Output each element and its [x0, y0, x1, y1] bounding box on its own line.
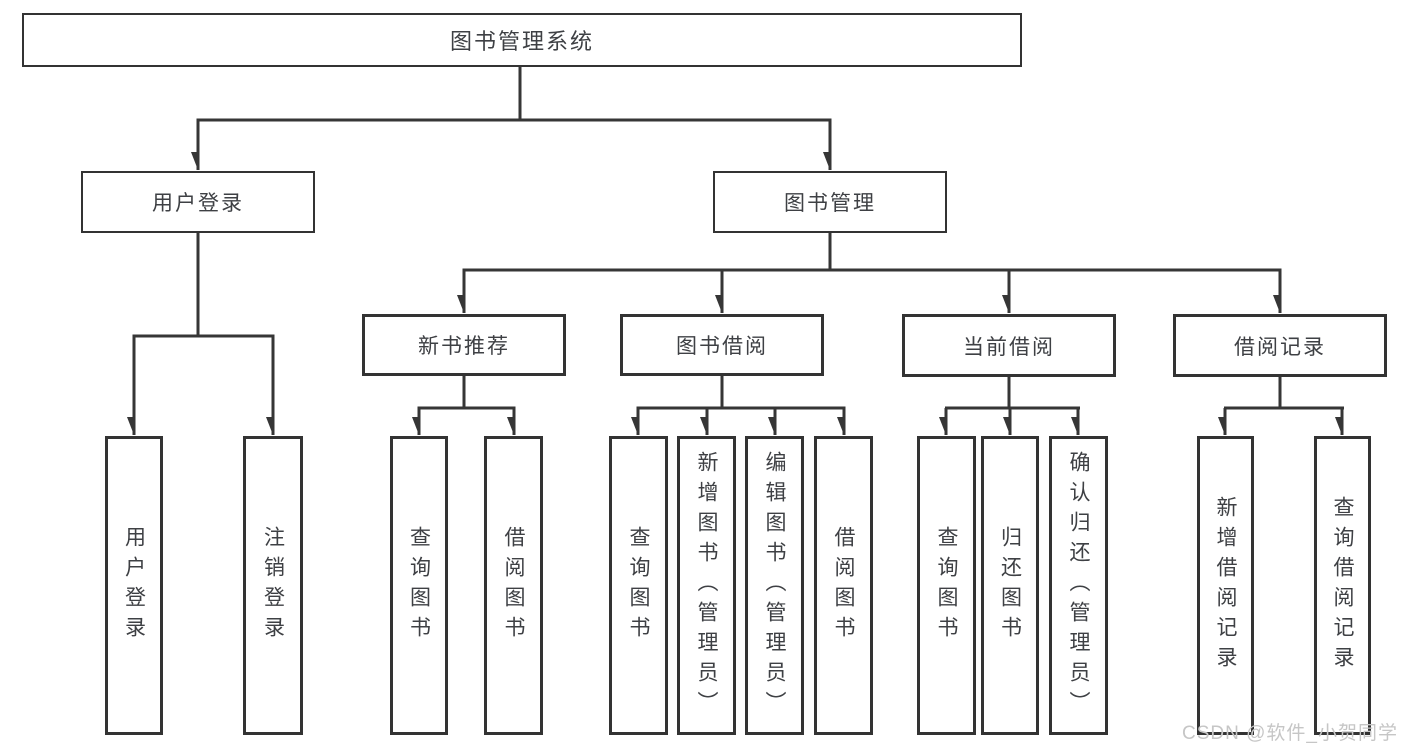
leaf-label: 确认归还（管理员） — [1067, 450, 1090, 721]
leaf-label: 查询图书 — [935, 525, 958, 646]
leaf-label: 用户登录 — [122, 525, 146, 646]
node-label: 借阅记录 — [1234, 335, 1326, 359]
node-book-management: 图书管理 — [713, 171, 947, 233]
leaf-add-books-admin: 新增图书（管理员） — [677, 436, 736, 735]
node-label: 图书管理系统 — [449, 29, 594, 54]
leaf-edit-books-admin: 编辑图书（管理员） — [745, 436, 804, 735]
leaf-label: 查询图书 — [407, 525, 431, 646]
leaf-label: 借阅图书 — [832, 525, 855, 646]
leaf-borrow-books-recommend: 借阅图书 — [484, 436, 543, 735]
node-borrow-records: 借阅记录 — [1173, 314, 1387, 377]
leaf-label: 新增图书（管理员） — [695, 450, 718, 721]
node-label: 用户登录 — [152, 192, 244, 215]
node-label: 当前借阅 — [963, 335, 1055, 359]
leaf-label: 注销登录 — [261, 525, 285, 646]
node-library-management-system: 图书管理系统 — [22, 13, 1022, 67]
node-label: 新书推荐 — [418, 335, 510, 358]
leaf-logout: 注销登录 — [243, 436, 303, 735]
leaf-add-borrow-record: 新增借阅记录 — [1197, 436, 1254, 735]
leaf-label: 归还图书 — [998, 525, 1022, 646]
leaf-label: 编辑图书（管理员） — [763, 450, 786, 721]
leaf-label: 借阅图书 — [502, 525, 525, 646]
node-book-borrow: 图书借阅 — [620, 314, 824, 376]
csdn-watermark: CSDN @软件_小贺同学 — [1182, 723, 1398, 744]
leaf-label: 查询借阅记录 — [1331, 495, 1354, 676]
leaf-return-books: 归还图书 — [981, 436, 1039, 735]
leaf-user-login: 用户登录 — [105, 436, 163, 735]
node-label: 图书借阅 — [676, 335, 768, 358]
leaf-query-books-current: 查询图书 — [917, 436, 976, 735]
leaf-query-books-borrow: 查询图书 — [609, 436, 668, 735]
leaf-borrow-books: 借阅图书 — [814, 436, 873, 735]
leaf-label: 新增借阅记录 — [1214, 495, 1237, 676]
node-current-borrow: 当前借阅 — [902, 314, 1116, 377]
node-label: 图书管理 — [784, 192, 876, 215]
node-user-login: 用户登录 — [81, 171, 315, 233]
leaf-query-borrow-record: 查询借阅记录 — [1314, 436, 1371, 735]
leaf-label: 查询图书 — [627, 525, 650, 646]
leaf-confirm-return-admin: 确认归还（管理员） — [1049, 436, 1108, 735]
leaf-query-books-recommend: 查询图书 — [390, 436, 448, 735]
node-new-book-recommend: 新书推荐 — [362, 314, 566, 376]
